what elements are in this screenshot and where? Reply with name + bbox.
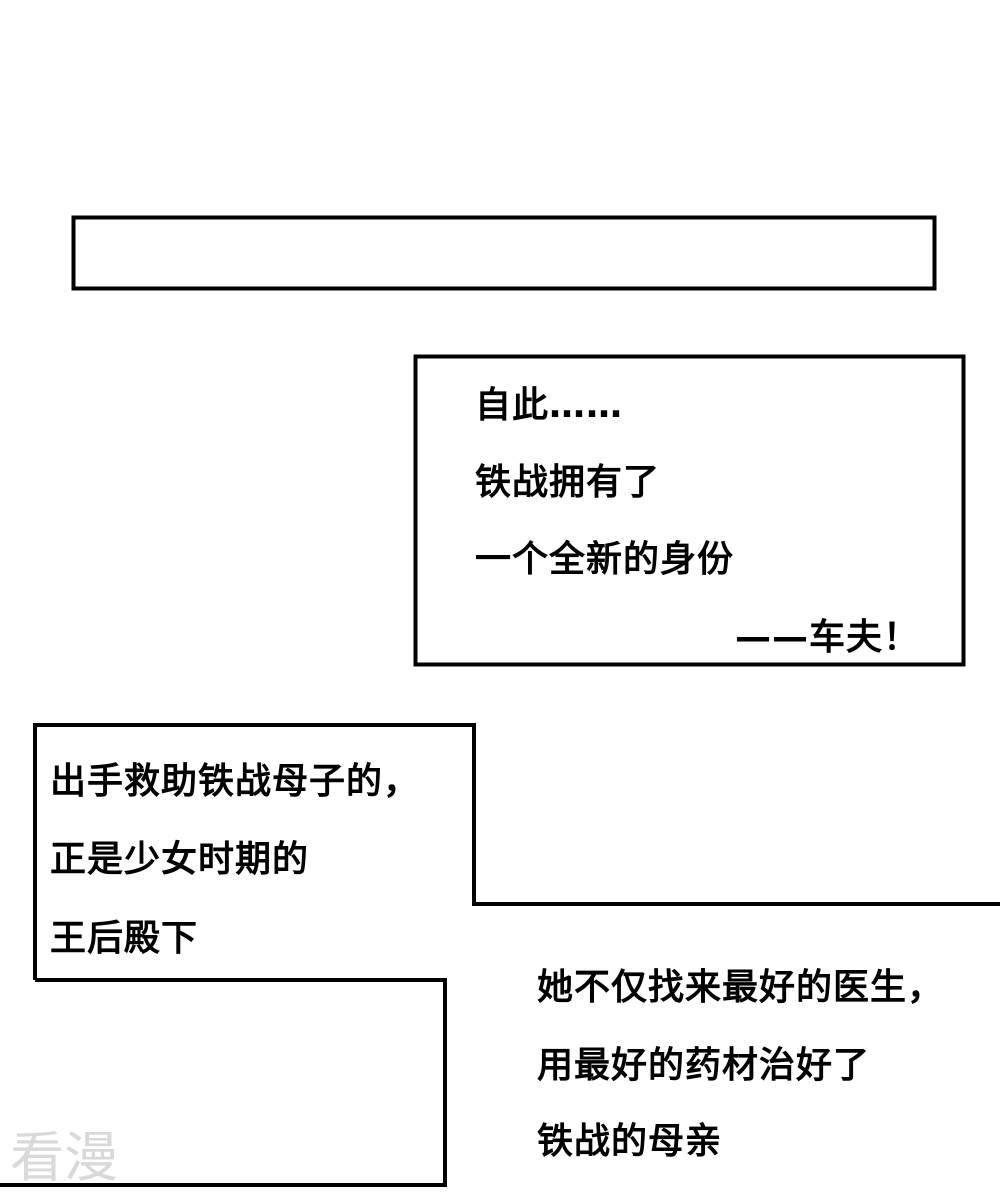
empty-caption-box — [71, 215, 937, 291]
caption-line: 一个全新的身份 — [475, 539, 735, 580]
lower-panel-border — [0, 978, 447, 1187]
caption-line: 自此…… — [475, 385, 624, 426]
caption-box-identity — [413, 354, 966, 667]
caption-line: 出手救助铁战母子的， — [50, 761, 421, 802]
caption-line: 王后殿下 — [50, 918, 199, 959]
narration-line: 用最好的药材治好了 — [537, 1045, 871, 1086]
caption-line: 正是少女时期的 — [50, 839, 310, 880]
narration-line: 铁战的母亲 — [537, 1121, 723, 1162]
narration-line: 她不仅找来最好的医生， — [537, 967, 945, 1008]
caption-signature: ——车夫！ — [735, 617, 921, 658]
caption-line: 铁战拥有了 — [475, 462, 661, 503]
watermark-logo: 看漫 — [10, 1126, 118, 1189]
caption-box-queen-top — [33, 723, 1000, 980]
